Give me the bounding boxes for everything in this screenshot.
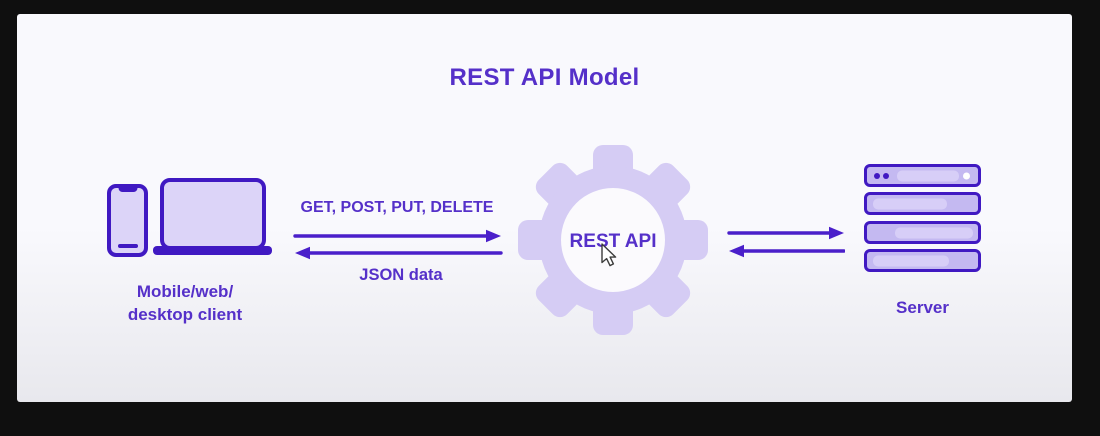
smartphone-icon (107, 184, 148, 257)
server-rack-icon (864, 164, 981, 187)
diagram-canvas: REST API Model Mobile/web/ desktop clien… (17, 14, 1072, 402)
client-label-line1: Mobile/web/ (136, 282, 234, 301)
page-title: REST API Model (449, 64, 640, 91)
laptop-icon (160, 178, 266, 250)
rest-api-label: REST API (570, 231, 657, 252)
mouse-cursor-icon (601, 243, 617, 267)
server-rack-icon (864, 221, 981, 244)
server-rack-icon (864, 249, 981, 272)
request-methods-label: GET, POST, PUT, DELETE (300, 199, 494, 216)
response-data-label: JSON data (359, 266, 443, 284)
rack-bar (897, 170, 959, 181)
rack-bar (895, 227, 973, 238)
laptop-base (153, 246, 272, 255)
rack-led (883, 172, 889, 179)
client-api-arrows-icon (293, 229, 503, 260)
server-label: Server (896, 298, 949, 317)
phone-homebar (117, 244, 138, 248)
client-label: Mobile/web/ desktop client (105, 280, 265, 326)
rack-led (874, 172, 880, 179)
rack-led (963, 172, 970, 179)
server-rack-icon (864, 192, 981, 215)
rack-bar (873, 255, 949, 266)
phone-notch (118, 187, 137, 192)
gear-icon: REST API (518, 145, 708, 335)
client-label-line2: desktop client (127, 305, 243, 324)
rack-bar (873, 198, 947, 209)
api-server-arrows-icon (727, 226, 845, 258)
